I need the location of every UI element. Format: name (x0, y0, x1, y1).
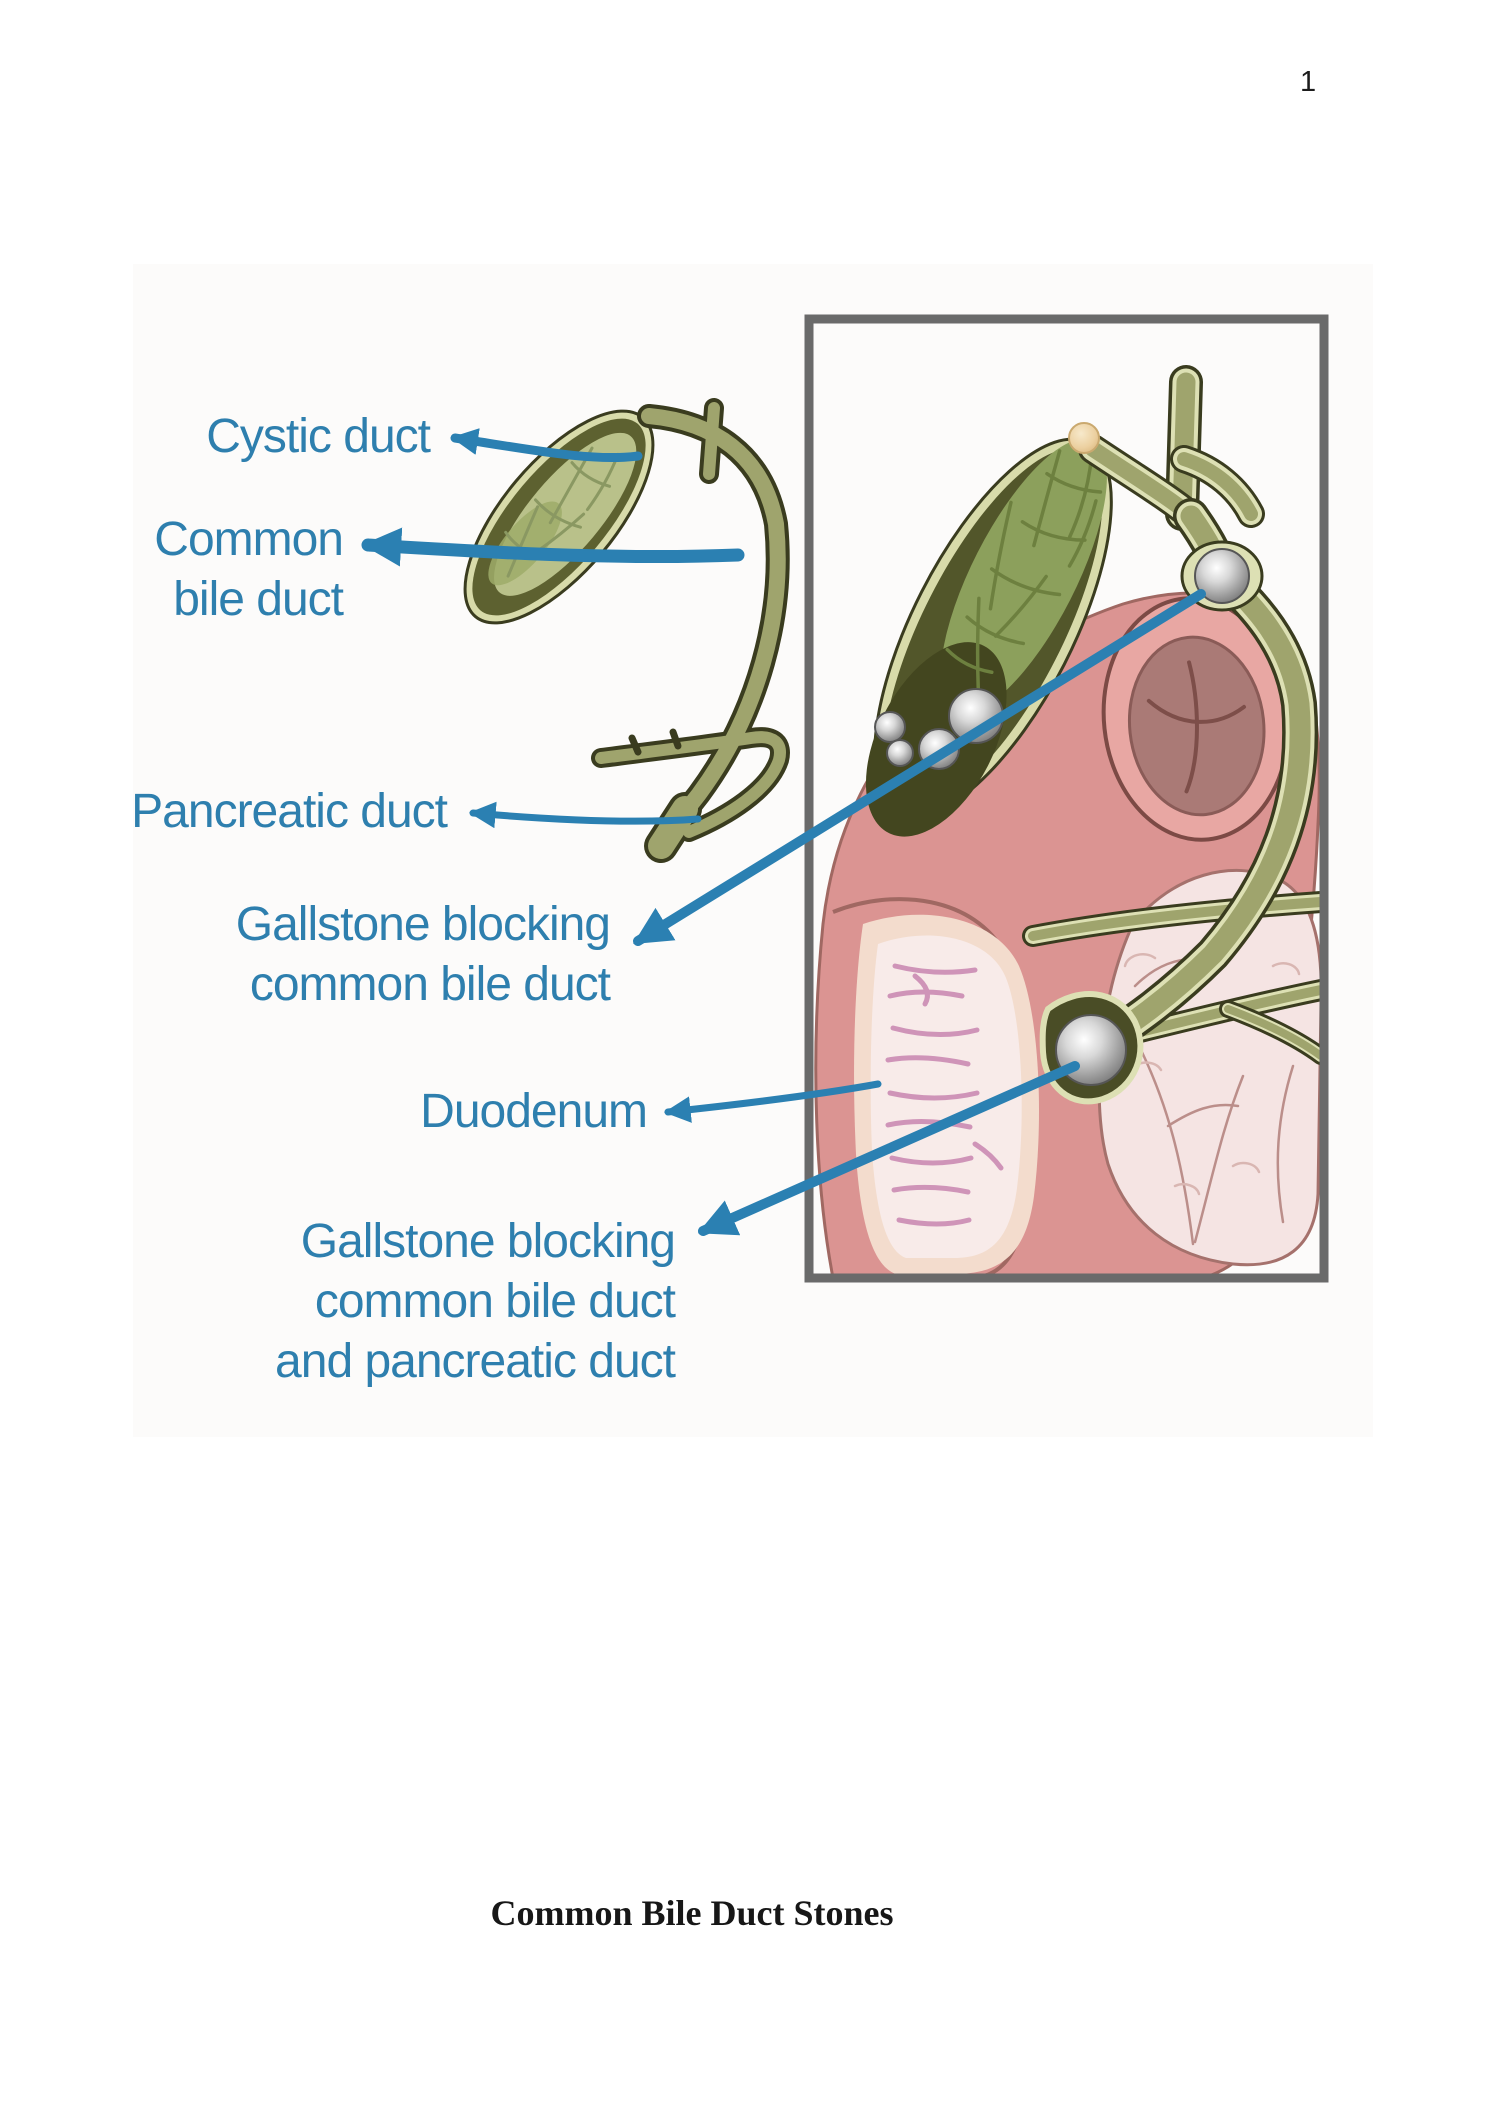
small-duct-tree (591, 398, 790, 863)
label-pancreatic-duct: Pancreatic duct (131, 785, 448, 838)
label-duodenum: Duodenum (420, 1085, 648, 1138)
label-cystic-duct: Cystic duct (206, 410, 431, 463)
duodenum-arrow (664, 1080, 882, 1123)
gallstone-blocking-ampulla (1039, 991, 1144, 1105)
label-common-bile-duct: Common bile duct (154, 513, 344, 626)
stomach-opening (1101, 596, 1291, 842)
cystic-duct-arrow (450, 428, 643, 463)
anatomy-illustration (361, 314, 1329, 1283)
gallstone-ampulla-arrow (697, 1061, 1080, 1236)
label-gallstone-cbd: Gallstone blocking common bile duct (235, 898, 611, 1011)
neck-stone (1068, 422, 1100, 454)
page-number: 1 (1300, 66, 1317, 98)
duodenum-section (832, 897, 1039, 1274)
gallstone-cbd-arrow (633, 589, 1206, 946)
framed-illustration (804, 314, 1329, 1283)
document-title: Common Bile Duct Stones (490, 1893, 894, 1933)
label-arrows (361, 428, 1206, 1236)
bile-duct-figure: Cystic duct Common bile duct Pancreatic … (131, 264, 1373, 1437)
figure-frame (804, 314, 1329, 1283)
label-gallstone-both-ducts: Gallstone blocking common bile duct and … (275, 1215, 676, 1388)
common-bile-duct-arrow (361, 527, 745, 567)
pancreatic-duct-arrow (469, 801, 702, 829)
